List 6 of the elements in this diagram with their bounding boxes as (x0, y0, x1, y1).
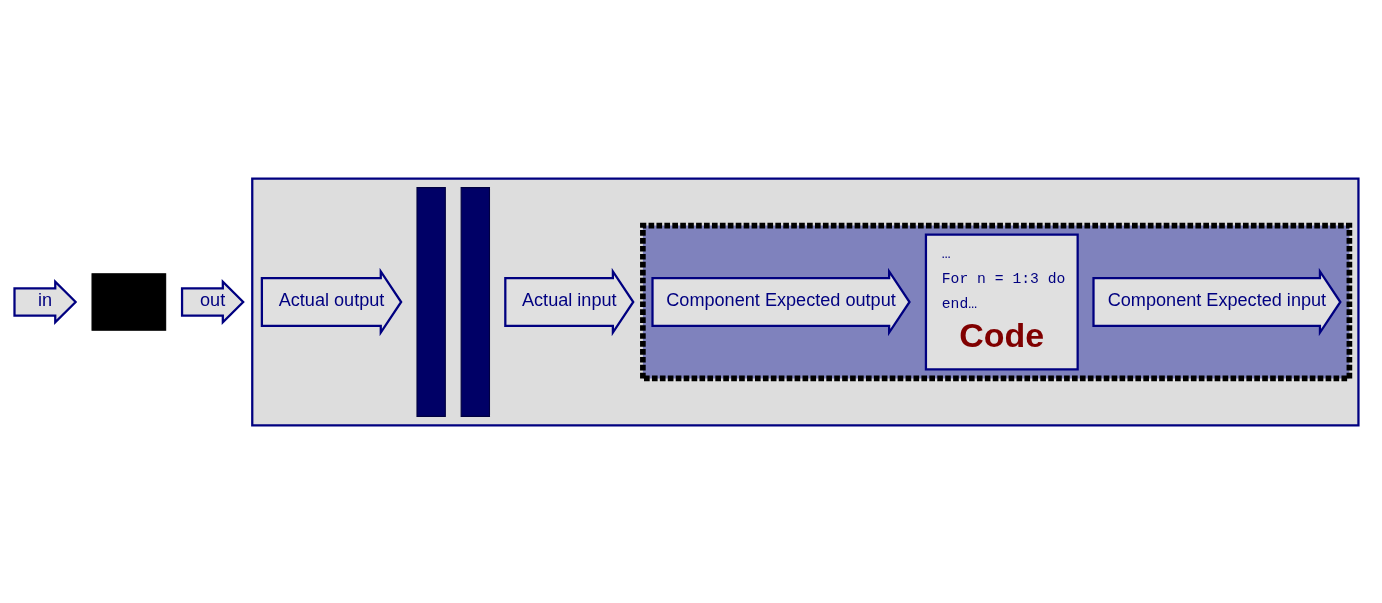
cluster (251, 176, 1360, 427)
node-bar (460, 186, 491, 417)
node-box (91, 272, 167, 331)
cluster (640, 222, 1353, 381)
node-box: … For n = 1:3 do end… Code (924, 233, 1079, 370)
node-bar (416, 186, 446, 417)
